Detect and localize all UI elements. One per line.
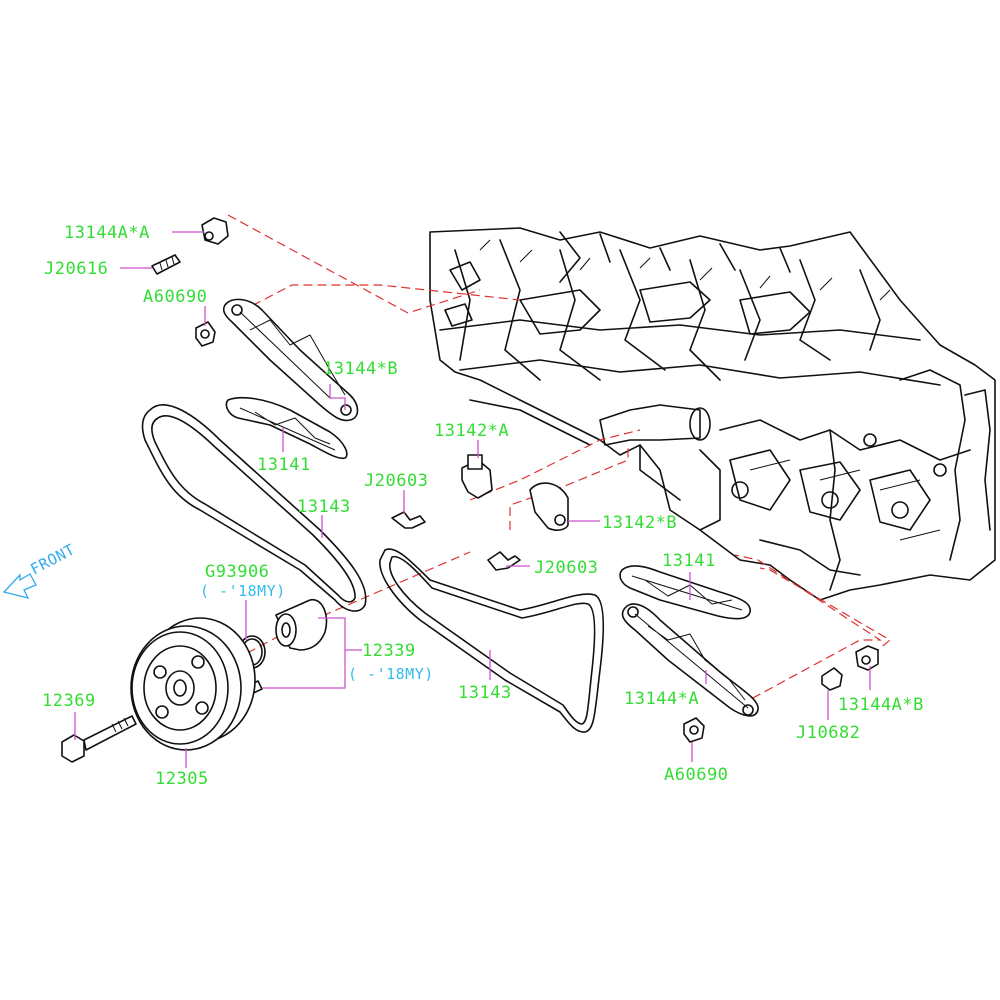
note-G93906: ( -'18MY) — [200, 582, 286, 600]
bolt-J20616 — [151, 254, 181, 275]
tensioner-13142-B — [529, 482, 569, 531]
dash-13144A-B — [759, 567, 892, 656]
crank-pulley-12305 — [130, 617, 256, 751]
label-13144-B: 13144*B — [323, 359, 398, 379]
label-13143-left: 13143 — [297, 497, 351, 517]
part-labels: 13144A*A J20616 A60690 13144*B 13141 131… — [42, 223, 924, 789]
front-direction-arrow: FRONT — [2, 540, 78, 599]
chain-guide-13141-left — [225, 396, 348, 460]
chain-guide-13144-B — [222, 298, 359, 422]
leader-12339 — [262, 617, 362, 689]
label-J20603-mid: J20603 — [534, 558, 598, 578]
label-13142-B: 13142*B — [602, 513, 677, 533]
label-13141-right: 13141 — [662, 551, 716, 571]
label-J10682: J10682 — [796, 723, 860, 743]
bolt-J10682 — [821, 667, 843, 691]
label-12339: 12339 — [362, 641, 416, 661]
label-12369: 12369 — [42, 691, 96, 711]
chain-guide-13144-A — [621, 603, 759, 717]
engine-block-drawing — [429, 227, 996, 601]
timing-chain-left — [141, 404, 367, 612]
label-A60690-bottom: A60690 — [664, 765, 728, 785]
bolt-A60690-bottom — [683, 717, 705, 743]
bolt-A60690-top — [195, 321, 216, 347]
note-12339: ( -'18MY) — [348, 665, 434, 683]
tensioner-13142-A — [461, 454, 493, 499]
dash-13142-A — [469, 429, 641, 501]
label-J20603-top: J20603 — [364, 471, 428, 491]
dash-13144A-A — [227, 214, 481, 314]
label-13144-A: 13144*A — [624, 689, 699, 709]
bolt-J20603-mid — [487, 551, 521, 571]
timing-chain-right — [379, 548, 605, 733]
label-G93906: G93906 — [205, 562, 269, 582]
dash-13144-B — [239, 284, 521, 313]
label-13141-left: 13141 — [257, 455, 311, 475]
tensioner-13144A-A — [201, 217, 229, 245]
label-13144A-A: 13144A*A — [64, 223, 150, 243]
tensioner-13144A-B — [855, 645, 879, 671]
label-13143-mid: 13143 — [458, 683, 512, 703]
leader-lines — [74, 231, 871, 768]
label-J20616: J20616 — [44, 259, 108, 279]
label-A60690-top: A60690 — [143, 287, 207, 307]
leader-13144-B — [329, 384, 346, 410]
crank-sprocket-12339 — [275, 599, 328, 651]
label-13142-A: 13142*A — [434, 421, 509, 441]
front-label: FRONT — [27, 540, 78, 578]
label-13144A-B: 13144A*B — [838, 695, 924, 715]
label-12305: 12305 — [155, 769, 209, 789]
dash-13144-A — [734, 554, 883, 706]
crank-bolt-12369 — [61, 715, 137, 763]
bolt-J20603-top — [391, 511, 426, 529]
